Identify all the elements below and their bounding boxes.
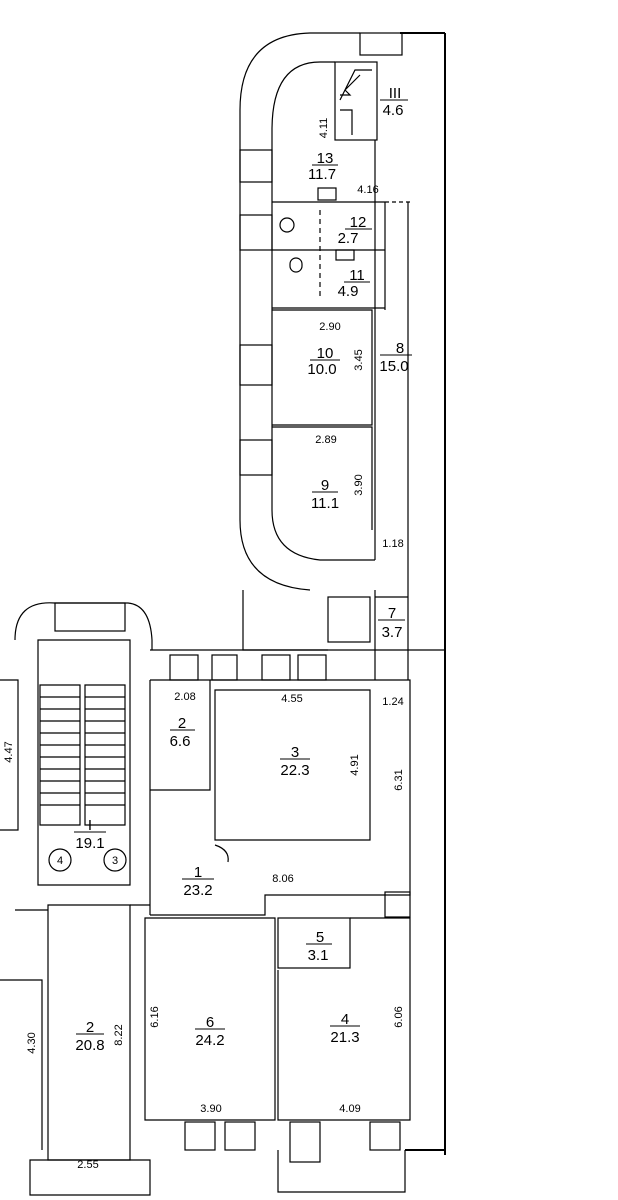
dim-label: 8.06 — [272, 873, 293, 885]
svg-text:11: 11 — [349, 267, 365, 284]
dim-label: 4.30 — [26, 1032, 38, 1053]
stair-marker — [103, 848, 127, 872]
dim-label: 2.90 — [319, 321, 340, 333]
dim-label: 3.90 — [200, 1103, 221, 1115]
svg-text:19.1: 19.1 — [75, 835, 104, 852]
dim-label: 6.31 — [393, 769, 405, 790]
svg-text:4.6: 4.6 — [383, 102, 404, 119]
svg-text:12: 12 — [350, 214, 367, 231]
dim-label: 3.45 — [353, 349, 365, 370]
svg-text:11.1: 11.1 — [311, 495, 339, 512]
svg-text:3.1: 3.1 — [308, 947, 329, 964]
window — [297, 654, 327, 681]
svg-text:10.0: 10.0 — [307, 361, 336, 378]
dim-label: 4.55 — [281, 693, 302, 705]
window — [239, 439, 273, 476]
dim-label: 8.22 — [113, 1024, 125, 1045]
svg-text:7: 7 — [388, 605, 396, 622]
dim-label: 2.89 — [315, 434, 336, 446]
window — [239, 149, 273, 183]
room-label-6: 624.2 — [195, 1014, 225, 1049]
svg-text:3.7: 3.7 — [382, 624, 403, 641]
svg-text:9: 9 — [321, 477, 329, 494]
dim-label: 2.55 — [77, 1159, 98, 1171]
room-label-4: 421.3 — [330, 1011, 360, 1046]
window — [369, 1121, 401, 1151]
room-label-I: I19.1 — [74, 817, 106, 852]
dim-label: 1.18 — [382, 538, 403, 550]
svg-text:2: 2 — [178, 715, 186, 732]
room-label-12: 122.7 — [338, 214, 372, 247]
stair-marker-label: 4 — [57, 855, 63, 867]
room-label-5: 53.1 — [306, 929, 332, 964]
dim-label: 4.09 — [339, 1103, 360, 1115]
svg-text:13: 13 — [317, 150, 334, 167]
svg-text:22.3: 22.3 — [280, 762, 309, 779]
room-label-2-small: 26.6 — [170, 715, 195, 750]
window — [224, 1121, 256, 1151]
svg-text:4: 4 — [341, 1011, 349, 1028]
dim-label: 2.08 — [174, 691, 195, 703]
svg-text:2.7: 2.7 — [338, 230, 359, 247]
stair-III — [334, 61, 378, 141]
room-label-9: 911.1 — [311, 477, 339, 512]
dim-label: 6.16 — [149, 1006, 161, 1027]
room-label-1: 123.2 — [182, 864, 214, 899]
svg-text:III: III — [389, 85, 402, 102]
svg-text:8: 8 — [396, 340, 404, 357]
room-label-11: 114.9 — [338, 267, 370, 300]
window — [239, 344, 273, 386]
svg-text:24.2: 24.2 — [195, 1032, 224, 1049]
window — [211, 654, 238, 681]
svg-text:1: 1 — [194, 864, 202, 881]
dim-label: 1.24 — [382, 696, 403, 708]
dim-label: 6.06 — [393, 1006, 405, 1027]
svg-text:11.7: 11.7 — [308, 166, 336, 183]
svg-text:2: 2 — [86, 1019, 94, 1036]
svg-text:15.0: 15.0 — [379, 358, 408, 375]
window-north — [359, 32, 403, 56]
svg-text:4.9: 4.9 — [338, 283, 359, 300]
window — [261, 654, 291, 681]
window — [327, 596, 371, 643]
svg-text:6.6: 6.6 — [170, 733, 191, 750]
dim-label: 4.16 — [357, 184, 378, 196]
balcony — [277, 1150, 406, 1193]
window — [54, 602, 126, 632]
room-label-3: 322.3 — [280, 744, 310, 779]
stairwell-I — [37, 639, 131, 886]
room-label-8: 815.0 — [379, 340, 412, 375]
room-label-2-large: 220.8 — [75, 1019, 104, 1054]
stair-treads — [39, 684, 126, 826]
svg-text:23.2: 23.2 — [183, 882, 212, 899]
svg-text:5: 5 — [316, 929, 324, 946]
dim-label: 4.91 — [349, 754, 361, 775]
window — [184, 1121, 216, 1151]
upper-wing-west-wall — [239, 110, 311, 591]
upper-wing-curve-outer — [239, 32, 360, 111]
window — [289, 1121, 321, 1163]
svg-text:10: 10 — [317, 345, 334, 362]
room-label-7: 73.7 — [378, 605, 405, 641]
dim-label: 4.47 — [3, 741, 15, 762]
stair-marker — [48, 848, 72, 872]
dim-label: 3.90 — [353, 474, 365, 495]
svg-text:20.8: 20.8 — [75, 1037, 104, 1054]
svg-text:6: 6 — [206, 1014, 214, 1031]
svg-text:I: I — [88, 817, 92, 834]
window — [239, 214, 273, 251]
svg-text:21.3: 21.3 — [330, 1029, 359, 1046]
svg-text:3: 3 — [291, 744, 299, 761]
window — [169, 654, 199, 681]
dim-label: 4.11 — [318, 118, 330, 139]
stair-marker-label: 3 — [112, 855, 118, 867]
